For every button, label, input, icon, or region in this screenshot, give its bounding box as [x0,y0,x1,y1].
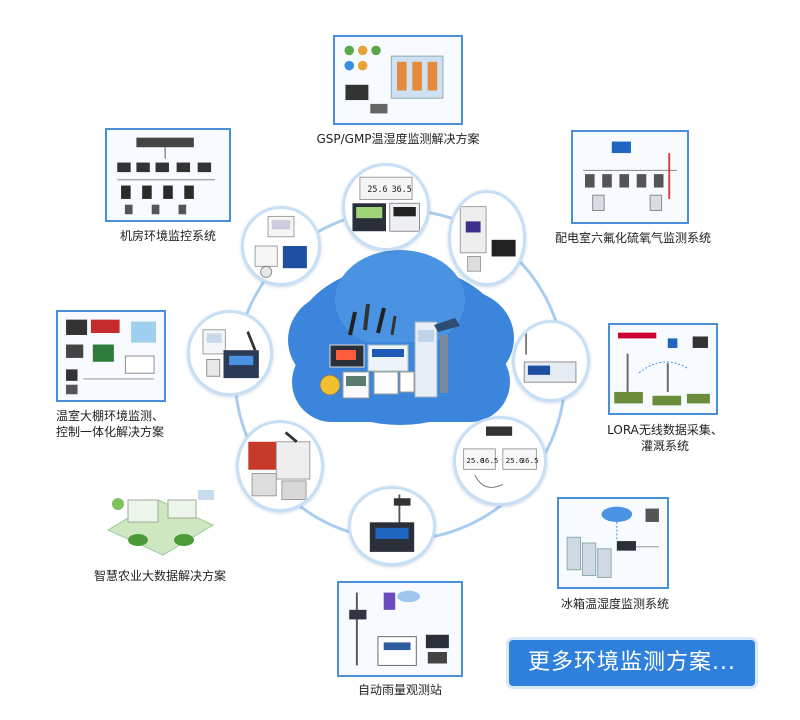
lcd-sensor-controller-icon: 25.6 36.5 [352,176,421,232]
solution-image-cold-storage[interactable] [557,497,669,589]
agriculture-illustration-icon [106,490,215,556]
product-node-lower-left[interactable] [236,420,324,512]
solution-image-gsp-gmp[interactable] [333,35,463,125]
wall-sensor-icon [254,215,307,278]
caption-lora-line2: 灌溉系统 [640,439,689,453]
caption-greenhouse-line2: 控制一体化解决方案 [55,425,164,439]
solution-image-greenhouse[interactable] [56,310,166,402]
top-lcd-humidity: 36.5 [392,184,412,194]
caption-lora-line1: LORA无线数据采集、 [607,423,723,437]
product-node-right[interactable] [512,320,590,402]
solution-image-sf6[interactable] [571,130,689,224]
product-node-upper-left[interactable] [241,206,321,286]
pair-a-lcd-humidity: 36.5 [480,456,498,465]
pair-a-lcd-temp: 25.6 [466,456,484,465]
dual-lcd-sensor-icon: 25.6 36.5 25.6 36.5 [463,426,539,488]
lora-diagram-icon [614,332,710,406]
pair-b-lcd-temp: 25.6 [506,456,524,465]
caption-rain-station: 自动雨量观测站 [357,683,442,697]
caption-sf6: 配电室六氟化硫氧气监测系统 [554,231,711,245]
machine-room-diagram-icon [117,137,215,215]
caption-machine-room: 机房环境监控系统 [119,229,216,243]
cold-storage-diagram-icon [566,506,659,578]
cloud-devices [319,303,460,399]
rain-gauge-station-icon [369,494,415,552]
sf6-diagram-icon [583,141,677,211]
greenhouse-controller-icon [202,329,259,379]
gsp-gmp-diagram-icon [344,45,444,114]
top-lcd-temp: 25.6 [367,184,387,194]
product-node-lower-right[interactable]: 25.6 36.5 25.6 36.5 [453,416,547,506]
pair-b-lcd-humidity: 36.5 [521,456,539,465]
solution-image-machine-room[interactable] [105,128,231,222]
caption-greenhouse-line1: 温室大棚环境监测、 [55,409,164,423]
sf6-sensor-icon [459,206,516,272]
product-node-upper-right[interactable] [448,190,526,286]
solution-image-agriculture[interactable] [98,470,223,562]
caption-gsp-gmp: GSP/GMP温湿度监测解决方案 [316,132,480,146]
product-node-left[interactable] [187,310,273,396]
solution-image-rain-station[interactable] [337,581,463,677]
rain-station-diagram-icon [349,590,449,666]
lora-gateway-icon [523,332,577,383]
more-solutions-button[interactable]: 更多环境监测方案... [509,640,755,686]
caption-cold-storage: 冰箱温湿度监测系统 [560,597,669,611]
greenhouse-diagram-icon [66,319,156,395]
weather-cabinet-icon [248,431,311,501]
product-node-bottom[interactable] [348,486,436,566]
product-node-top[interactable]: 25.6 36.5 [342,163,430,251]
solution-image-lora[interactable] [608,323,718,415]
caption-agriculture: 智慧农业大数据解决方案 [93,569,226,583]
